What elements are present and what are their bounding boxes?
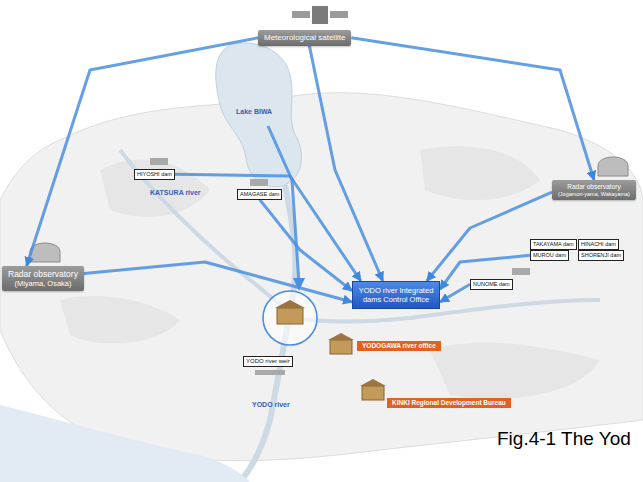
box-title: TAKAYAMA dam — [533, 241, 574, 248]
building — [362, 386, 384, 400]
data-link-arrow — [175, 174, 361, 281]
dam-box: SHORENJI dam — [578, 250, 624, 261]
radar-box: Radar observatory(Miyama, Osaka) — [2, 266, 84, 291]
box-title: YODOGAWA river office — [362, 342, 436, 350]
box-title: MUROU dam — [533, 252, 566, 259]
dam-box: TAKAYAMA dam — [530, 239, 577, 250]
dam-icons — [150, 158, 530, 375]
box-title: KINKI Regional Development Bureau — [392, 399, 506, 407]
river — [294, 300, 600, 321]
radar-icon — [30, 157, 628, 262]
data-link-arrow — [440, 284, 470, 302]
hill — [420, 146, 540, 200]
building — [277, 308, 303, 324]
box-title: SHORENJI dam — [581, 252, 621, 259]
data-link-arrow — [440, 255, 530, 289]
place-label: Lake BIWA — [236, 108, 272, 115]
bureau-box: KINKI Regional Development Bureau — [387, 398, 511, 408]
lake-flow-arrow — [268, 126, 299, 284]
dam-box: AMAGASE dam — [237, 189, 282, 200]
box-title: NUNOME dam — [473, 281, 510, 288]
office-box: YODOGAWA river office — [357, 341, 441, 351]
hill — [100, 160, 210, 217]
dam-box: MUROU dam — [530, 250, 569, 261]
roof — [360, 379, 386, 386]
data-link-arrow — [309, 46, 382, 281]
data-link-arrow — [27, 38, 258, 266]
dam-icon — [250, 179, 268, 186]
figure-caption: Fig.4-1 The Yod — [497, 428, 631, 450]
satellite-icon — [292, 6, 348, 24]
place-label: YODO river — [252, 401, 290, 408]
terrain — [0, 93, 643, 461]
satellite-box: Meteorological satellite — [258, 30, 351, 46]
satellite-panel — [330, 11, 348, 18]
dam-icon — [512, 268, 530, 275]
radar-box: Radar observatory(Jogamori-yama, Wakayam… — [552, 180, 636, 200]
hill — [60, 296, 180, 343]
box-title: YODO river Integrated dams Control Offic… — [357, 286, 435, 304]
place-label: KATSURA river — [150, 189, 201, 196]
hill — [430, 343, 600, 399]
satellite-body — [312, 6, 328, 24]
dam-icon — [150, 158, 168, 165]
data-link-arrow — [260, 200, 352, 291]
roof — [328, 333, 354, 340]
radar-dome — [598, 157, 628, 176]
sea — [0, 405, 250, 482]
satellite-panel — [292, 11, 310, 18]
lake — [216, 43, 302, 187]
box-title: HIYOSHI dam — [137, 171, 172, 178]
box-title: Radar observatory — [8, 269, 78, 279]
box-title: HINACHI dam — [581, 241, 616, 248]
weir-icon — [255, 370, 285, 375]
box-subtitle: (Jogamori-yama, Wakayama) — [558, 191, 630, 198]
control-office-box: YODO river Integrated dams Control Offic… — [352, 281, 440, 309]
weir-box: YODO river weir — [243, 356, 293, 367]
box-title: Meteorological satellite — [264, 33, 345, 43]
box-title: YODO river weir — [246, 358, 290, 365]
building — [330, 340, 352, 354]
box-title: AMAGASE dam — [240, 191, 279, 198]
dam-box: NUNOME dam — [470, 279, 513, 290]
box-subtitle: (Miyama, Osaka) — [8, 279, 78, 288]
data-link-arrow — [351, 38, 594, 180]
dam-box: HINACHI dam — [578, 239, 619, 250]
data-link-arrow — [427, 192, 552, 281]
roof — [275, 300, 305, 308]
focus-circle — [263, 291, 317, 345]
data-link-arrow — [84, 262, 352, 302]
dam-box: HIYOSHI dam — [134, 169, 175, 180]
box-title: Radar observatory — [558, 183, 630, 191]
